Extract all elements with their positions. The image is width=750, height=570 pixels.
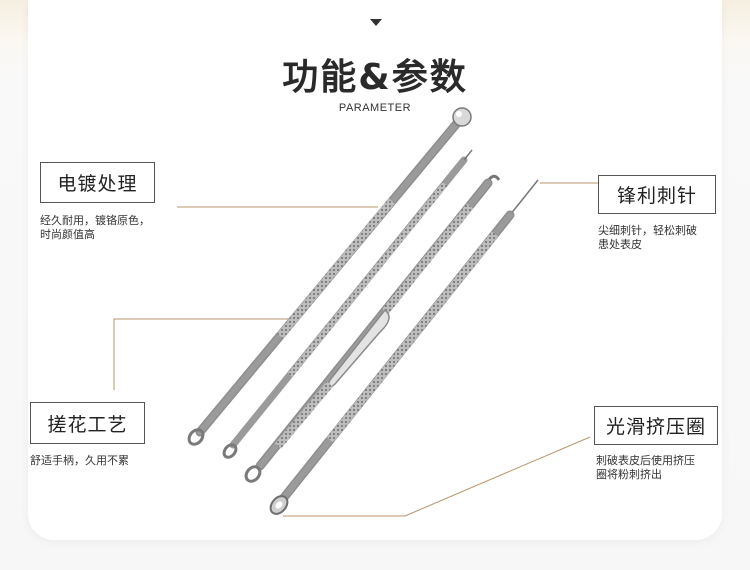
feature-label-needle: 锋利刺针 [598, 175, 716, 214]
desc-line: 尖细刺针，轻松刺破 [598, 224, 697, 237]
feature-desc-plating: 经久耐用，镀铬原色， 时尚颜值高 [40, 214, 150, 242]
desc-line: 时尚颜值高 [40, 228, 95, 241]
desc-line: 患处表皮 [598, 238, 642, 251]
feature-label-loop: 光滑挤压圈 [594, 406, 718, 445]
desc-line: 刺破表皮后使用挤压 [596, 454, 695, 467]
down-arrow-icon [370, 19, 382, 26]
tool-3 [244, 174, 501, 483]
tool-2 [222, 149, 473, 459]
section-title: 功能&参数 [282, 57, 468, 98]
leader-lines [113, 182, 598, 517]
feature-desc-needle: 尖细刺针，轻松刺破 患处表皮 [598, 224, 697, 252]
feature-label-plating: 电镀处理 [40, 162, 155, 203]
desc-line: 经久耐用，镀铬原色， [40, 214, 150, 227]
desc-line: 圈将粉刺挤出 [596, 468, 662, 481]
tool-4 [269, 179, 539, 515]
feature-desc-knurl: 舒适手柄，久用不累 [30, 454, 129, 468]
feature-desc-loop: 刺破表皮后使用挤压 圈将粉刺挤出 [596, 454, 695, 482]
section-subtitle: PARAMETER [338, 102, 412, 114]
feature-label-knurl: 搓花工艺 [30, 402, 145, 444]
desc-line: 舒适手柄，久用不累 [30, 454, 129, 467]
tool-1 [187, 107, 472, 446]
